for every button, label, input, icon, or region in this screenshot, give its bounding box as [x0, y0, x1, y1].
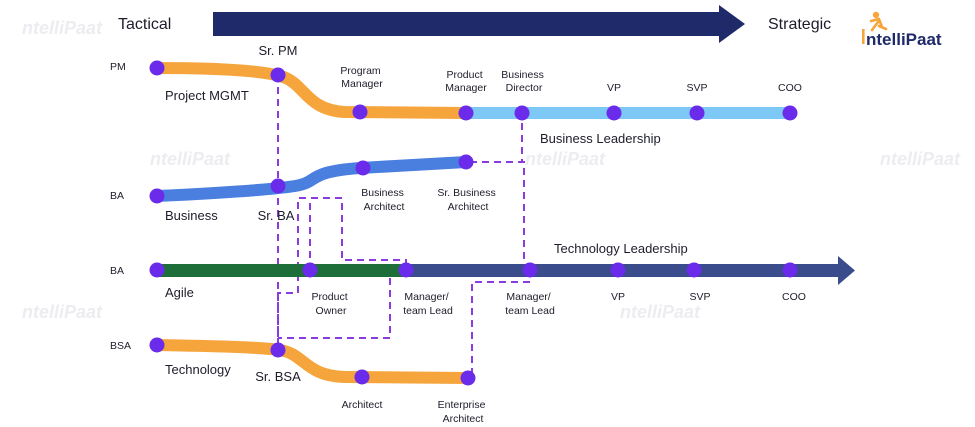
bsa-start-node [149, 337, 165, 353]
row-label-pm: PM [110, 61, 126, 73]
node-label: VP [607, 82, 621, 94]
node-business-architect [355, 160, 371, 176]
node-label-line: Manager [341, 78, 383, 90]
watermark: ntelliPaat [150, 149, 231, 169]
node-label-line: team Lead [505, 305, 555, 317]
ba-blue-path [151, 156, 472, 202]
section-label-business-leadership: Business Leadership [540, 131, 661, 146]
row-label-ba-business: BA [110, 190, 124, 202]
node-label-line: Product [311, 291, 347, 303]
connector-lines [277, 75, 531, 378]
node-layer [149, 60, 798, 386]
node-program-manager [352, 104, 368, 120]
node-sr-bsa [270, 342, 286, 358]
node-label: Sr. PM [258, 43, 297, 58]
node-label-line: Sr. Business [437, 187, 495, 199]
node-manager-team-lead-2 [522, 262, 538, 278]
row-label-ba-agile: BA [110, 265, 124, 277]
node-pm-vp [606, 105, 622, 121]
runner-icon [869, 11, 888, 32]
connector-srba-director [470, 113, 523, 163]
row-label-bsa: BSA [110, 340, 131, 352]
node-label: Manager/ team Lead [403, 291, 453, 317]
node-label: SVP [689, 291, 710, 303]
node-label: Product Manager [445, 69, 487, 94]
strategic-label: Strategic [768, 16, 831, 33]
node-label: Program Manager [340, 65, 383, 90]
connector-srba-manager [470, 161, 525, 270]
node-label: Sr. BA [258, 208, 295, 223]
watermark: ntelliPaat [525, 149, 606, 169]
node-agile-svp [686, 262, 702, 278]
node-product-manager [458, 105, 474, 121]
node-label-line: Business [361, 187, 404, 199]
agile-green-path [157, 264, 407, 277]
node-label: Architect [342, 399, 383, 411]
node-label: Sr. Business Architect [437, 187, 498, 213]
node-agile-coo [782, 262, 798, 278]
node-label: Business Director [501, 69, 547, 94]
node-product-owner [302, 262, 318, 278]
intellipaat-logo: ntelliPaat [862, 11, 942, 49]
node-label-line: Enterprise [438, 399, 486, 411]
node-label-line: Business [501, 69, 544, 81]
node-label-line: Product [446, 69, 482, 81]
path-label-business: Business [165, 208, 218, 223]
node-label-line: Manager/ [404, 291, 448, 303]
connector-srbsa-manager [277, 197, 407, 345]
logo-i-stem [862, 29, 865, 44]
node-sr-ba [270, 178, 286, 194]
section-label-technology-leadership: Technology Leadership [554, 241, 688, 256]
node-pm-svp [689, 105, 705, 121]
node-manager-team-lead-1 [398, 262, 414, 278]
agile-arrowhead [838, 256, 855, 285]
node-pm-coo [782, 105, 798, 121]
node-label-line: Architect [443, 413, 484, 425]
path-label-technology: Technology [165, 362, 231, 377]
logo-text: ntelliPaat [866, 30, 942, 49]
node-sr-business-architect [458, 154, 474, 170]
node-label-line: Director [506, 82, 543, 94]
node-label: Enterprise Architect [438, 399, 489, 425]
ba-business-track [151, 156, 472, 202]
watermark: ntelliPaat [22, 18, 103, 38]
ba-agile-track [157, 256, 855, 285]
node-label: Product Owner [311, 291, 350, 317]
node-enterprise-architect [460, 370, 476, 386]
tactical-label: Tactical [118, 16, 171, 33]
agile-start-node [149, 262, 165, 278]
node-label-line: Program [340, 65, 381, 77]
node-label: Business Architect [361, 187, 407, 213]
node-label: Sr. BSA [255, 369, 301, 384]
node-business-director [514, 105, 530, 121]
node-label-line: Architect [364, 201, 405, 213]
connector-manager-enterprise [471, 270, 531, 378]
node-label: COO [778, 82, 802, 94]
tactical-to-strategic-arrow [213, 5, 745, 43]
node-sr-pm [270, 67, 286, 83]
ba-start-node [149, 188, 165, 204]
node-label-line: Manager [445, 82, 487, 94]
node-agile-vp [610, 262, 626, 278]
node-label-line: Owner [316, 305, 347, 317]
path-label-project-mgmt: Project MGMT [165, 88, 249, 103]
path-label-agile: Agile [165, 285, 194, 300]
node-label-line: Manager/ [506, 291, 550, 303]
node-label: COO [782, 291, 806, 303]
node-label-line: team Lead [403, 305, 453, 317]
connector-manager-bsa [278, 269, 406, 339]
watermark: ntelliPaat [22, 302, 103, 322]
node-label: Manager/ team Lead [505, 291, 555, 317]
node-label: VP [611, 291, 625, 303]
node-label-line: Architect [448, 201, 489, 213]
node-architect [354, 369, 370, 385]
node-label: SVP [686, 82, 707, 94]
watermark: ntelliPaat [620, 302, 701, 322]
pm-start-node [149, 60, 165, 76]
watermark: ntelliPaat [880, 149, 961, 169]
